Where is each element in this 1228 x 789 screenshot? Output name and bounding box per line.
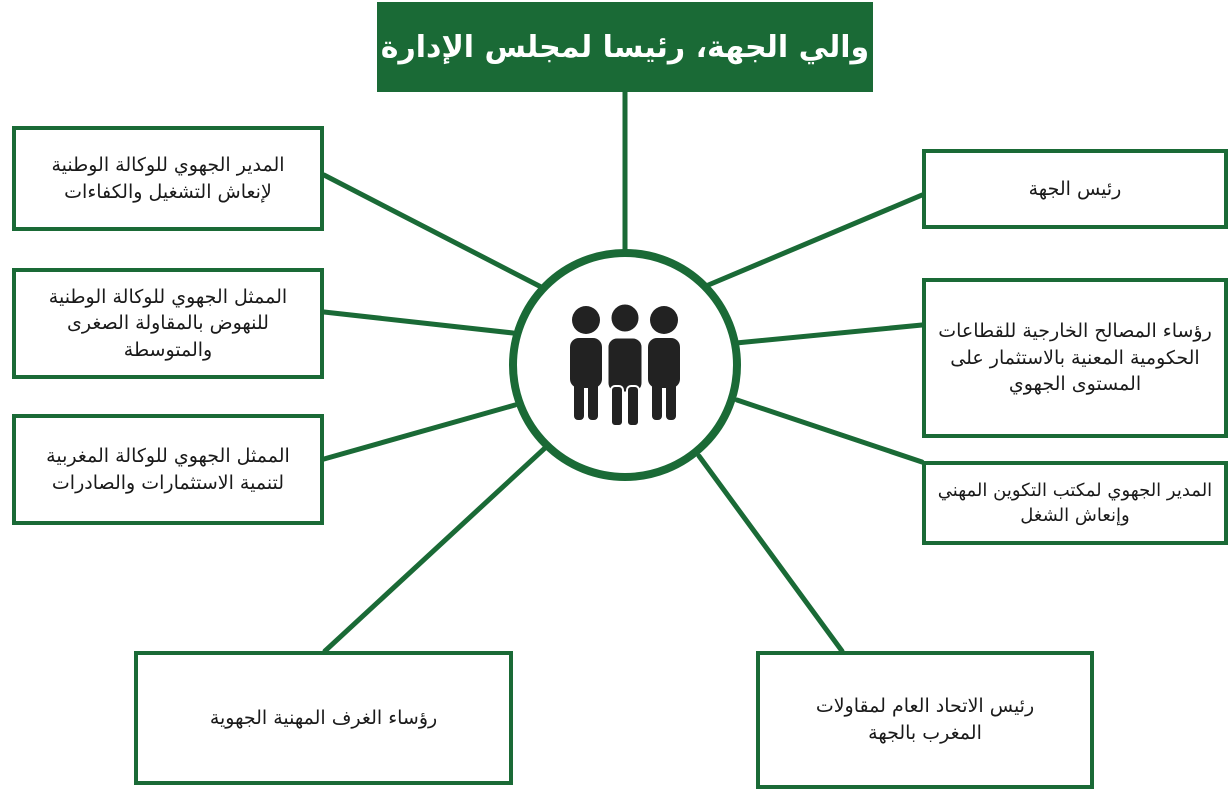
center-hub	[509, 249, 741, 481]
node-smes-agency-representative: الممثل الجهوي للوكالة الوطنية للنهوض بال…	[12, 268, 324, 379]
connector-right-2	[733, 322, 925, 346]
connector-left-1	[321, 172, 550, 293]
connector-left-2	[321, 309, 516, 336]
node-amdie-representative: الممثل الجهوي للوكالة المغربية لتنمية ال…	[12, 414, 324, 525]
connector-left-3	[321, 402, 518, 462]
node-region-president: رئيس الجهة	[922, 149, 1228, 229]
node-anapec-director: المدير الجهوي للوكالة الوطنية لإنعاش الت…	[12, 126, 324, 231]
group-of-people-icon	[560, 298, 690, 432]
node-external-services-heads: رؤساء المصالح الخارجية للقطاعات الحكومية…	[922, 278, 1228, 438]
node-vocational-training-director: المدير الجهوي لمكتب التكوين المهني وإنعا…	[922, 461, 1228, 545]
connector-right-3	[734, 397, 925, 465]
connector-bottom-left	[322, 445, 548, 654]
connector-bottom-right	[696, 453, 845, 654]
connector-right-1	[703, 192, 925, 289]
node-cgem-president: رئيس الاتحاد العام لمقاولات المغرب بالجه…	[756, 651, 1094, 789]
node-chambers-presidents: رؤساء الغرف المهنية الجهوية	[134, 651, 513, 785]
board-chair-title: والي الجهة، رئيسا لمجلس الإدارة	[377, 2, 873, 92]
